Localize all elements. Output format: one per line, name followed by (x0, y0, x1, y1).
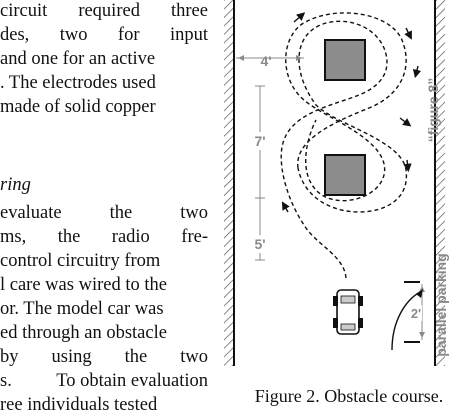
body-text-line: evaluate the two (0, 202, 208, 224)
obstacle-course-diagram: 4' 7' 5' “figure 8” 2' parallel parki (224, 0, 449, 366)
body-text-word: . The electrodes used (0, 73, 156, 93)
body-text-word: the (109, 203, 133, 223)
parking-gap-label: 2' (411, 306, 421, 321)
body-text-word: for (117, 25, 140, 45)
parking-path (391, 291, 421, 351)
body-text-word: ree individuals tested (0, 395, 158, 410)
right-wall-hatch (435, 0, 445, 366)
figure-2: 4' 7' 5' “figure 8” 2' parallel parki (224, 0, 474, 410)
body-text-line: ring (0, 174, 208, 196)
body-text-column: circuit required three des, two for input and o… (0, 0, 212, 410)
lower-spacing-label: 5' (254, 236, 265, 252)
upper-obstacle-box (324, 39, 366, 81)
path-arrow (399, 117, 412, 127)
label-backdrop (410, 305, 422, 321)
body-text-line (0, 150, 208, 172)
body-text-word: evaluate (0, 203, 62, 223)
body-text-word: and one for an active (0, 49, 156, 69)
body-text-word: ring (0, 175, 31, 195)
body-text-word: input (169, 25, 208, 45)
body-text-word: des, (0, 25, 30, 45)
path-arrow (412, 65, 422, 79)
body-text-line: s. To obtain evaluation (0, 370, 208, 392)
dimension-arrowhead (419, 332, 425, 338)
body-text-word: by (0, 347, 19, 367)
parking-path-arrowhead (416, 289, 423, 298)
body-text-line: by using the two (0, 346, 208, 368)
body-text-word: three (171, 1, 208, 21)
body-text-word: made of solid copper (0, 97, 156, 117)
body-text-word: To obtain evaluation (56, 371, 208, 391)
body-text-word: ed through an obstacle (0, 323, 167, 343)
body-text-word: the (124, 347, 148, 367)
figure8-path-outer (280, 20, 408, 279)
parallel-parking-label: parallel parking (433, 253, 449, 356)
body-text-word: two (180, 203, 208, 223)
model-car-icon (333, 289, 363, 335)
label-backdrop (250, 132, 270, 150)
figure8-path-inner (285, 12, 407, 202)
body-text-word: using (51, 347, 92, 367)
body-text-line: circuit required three (0, 0, 208, 22)
figure-caption: Figure 2. Obstacle course. (254, 386, 444, 406)
path-arrow (293, 12, 306, 23)
body-text-word: radio (111, 227, 150, 247)
body-text-word: circuit (0, 1, 48, 21)
body-text-line: des, two for input (0, 24, 208, 46)
body-text-line: l care was wired to the (0, 274, 208, 296)
body-text-line: or. The model car was (0, 298, 208, 320)
body-text-word: l care was wired to the (0, 275, 167, 295)
body-text-line: ree individuals tested (0, 394, 208, 410)
left-wall-hatch (224, 0, 234, 366)
figure8-label: “figure 8” (425, 78, 441, 143)
body-text-line (0, 120, 208, 142)
body-text-word: s. (0, 371, 12, 391)
path-arrow (281, 201, 290, 213)
dimension-arrowhead (238, 55, 244, 61)
body-text-word: ms, (0, 227, 27, 247)
body-text-line: and one for an active (0, 48, 208, 70)
lower-obstacle-box (324, 154, 366, 196)
path-arrow (404, 27, 412, 40)
body-text-line: ms, the radio fre- (0, 226, 208, 248)
body-text-word: two (59, 25, 88, 45)
upper-spacing-label: 7' (254, 133, 265, 149)
body-text-word: or. The model car was (0, 299, 164, 319)
dimension-arrowhead (296, 55, 302, 61)
body-text-word: two (180, 347, 208, 367)
body-text-word: control circuitry from (0, 251, 161, 271)
body-text-word: required (78, 1, 140, 21)
body-text-word: fre- (181, 227, 208, 247)
body-text-line: control circuitry from (0, 250, 208, 272)
label-backdrop (250, 235, 270, 253)
body-text-word: the (57, 227, 81, 247)
body-text-line: made of solid copper (0, 96, 208, 118)
gap-width-label: 4' (260, 53, 271, 69)
body-text-line: ed through an obstacle (0, 322, 208, 344)
path-arrow (403, 159, 412, 173)
dimension-arrowhead (419, 286, 425, 292)
body-text-line: . The electrodes used (0, 72, 208, 94)
